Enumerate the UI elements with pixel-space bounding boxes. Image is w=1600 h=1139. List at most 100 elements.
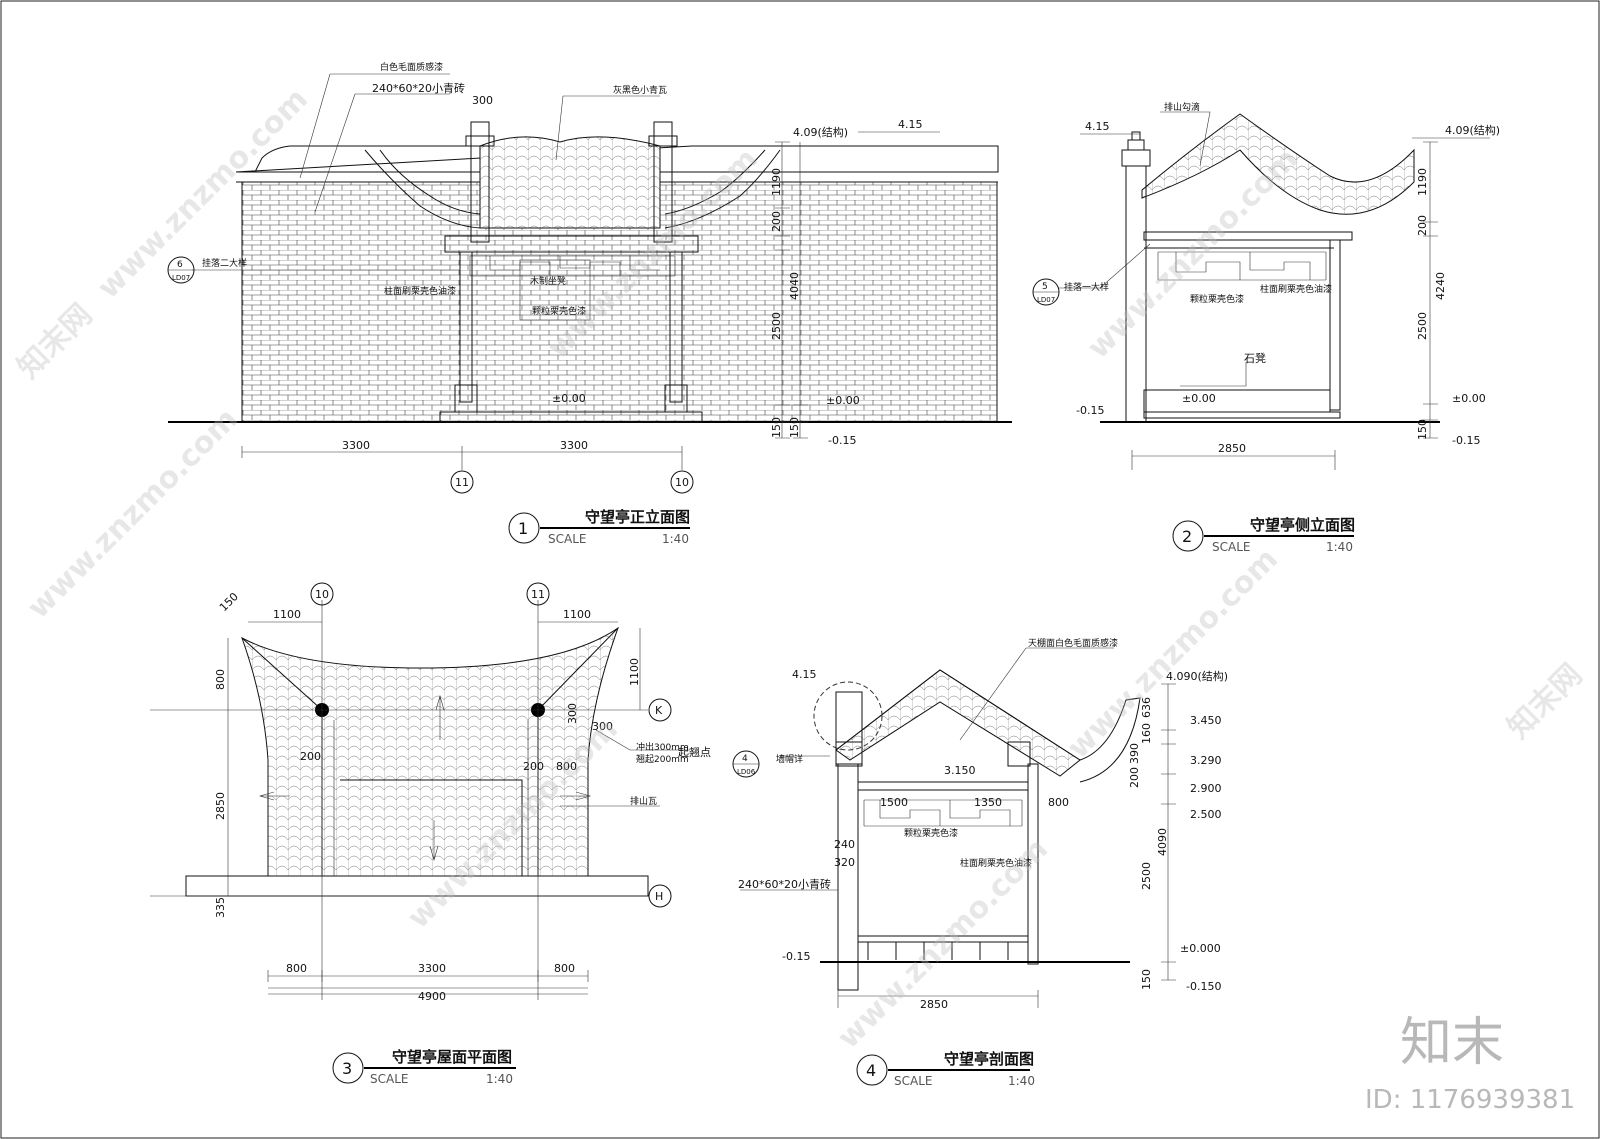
front-level-struct: 4.09(结构) (793, 125, 848, 139)
section-dim-160: 160 (1140, 723, 1153, 744)
section-dim-390: 390 (1128, 743, 1141, 764)
section-level-top: 4.15 (792, 668, 817, 681)
side-column-right (1329, 239, 1341, 411)
section-dim-150: 150 (1140, 969, 1153, 990)
roof-axis-11: 11 (531, 588, 545, 601)
front-note-grain: 颗粒栗壳色漆 (532, 305, 586, 317)
side-title-number: 2 (1182, 527, 1192, 546)
side-title: 守望亭侧立面图 (1250, 516, 1355, 534)
front-elevation: 4.09(结构) 4.15 300 1190 200 4040 2500 150… (167, 61, 1012, 546)
section-level-3450: 3.450 (1190, 714, 1222, 727)
side-callout-num: 5 (1042, 282, 1048, 292)
side-level-zero-center: ±0.00 (1182, 392, 1216, 405)
side-dim-2500: 2500 (1416, 312, 1429, 340)
roof-dim-300: 300 (592, 720, 613, 733)
front-axis-10: 10 (675, 476, 689, 489)
watermark-brand-logo: 知末 (1400, 1013, 1504, 1073)
section-dim-800: 800 (1048, 796, 1069, 809)
side-level-minus-left: -0.15 (1076, 404, 1104, 417)
watermark-site-7: www.znzmo.com (1061, 542, 1285, 766)
front-title: 守望亭正立面图 (585, 508, 690, 526)
column-left (459, 251, 473, 403)
section-dim-2850: 2850 (920, 998, 948, 1011)
roof-plan: 1100 1100 150 1100 800 2850 200 300 300 … (150, 582, 711, 1086)
roof-axis-10: 10 (315, 588, 329, 601)
section-scale-label: SCALE (894, 1074, 932, 1088)
roof-dim-2850: 2850 (214, 792, 227, 820)
roof-dim-200-right: 200 (523, 760, 544, 773)
front-title-badge (508, 512, 540, 544)
watermark-brand-2: 知末网 (1501, 657, 1589, 745)
section-detail-ring (813, 681, 883, 751)
front-dim-300: 300 (472, 94, 493, 107)
section-note-coping: 墙帽详 (776, 753, 803, 765)
roof-dim-300-vert: 300 (566, 703, 579, 724)
watermark-brand-1: 知末网 (11, 297, 99, 385)
roof-note-lift-point: 起翘点 (678, 746, 711, 759)
front-callout-sheet: LD07 (172, 274, 190, 282)
side-scale: 1:40 (1326, 540, 1353, 554)
section-column-right (1027, 763, 1039, 965)
section-level-2500: 2.500 (1190, 808, 1222, 821)
side-elevation: 4.09(结构) 4.15 1190 200 4240 2500 150 -0.… (1032, 101, 1500, 554)
section-note-brick: 240*60*20小青砖 (738, 877, 831, 891)
roof-dim-4900: 4900 (418, 990, 446, 1003)
front-dim-1190: 1190 (770, 168, 783, 196)
section-level-3150: 3.150 (944, 764, 976, 777)
roof-dim-200-left: 200 (300, 750, 321, 763)
column-right (669, 251, 683, 403)
roof-dim-335: 335 (214, 897, 227, 918)
roof-title: 守望亭屋面平面图 (392, 1048, 512, 1066)
front-dim-2500: 2500 (770, 312, 783, 340)
side-note-bench: 石凳 (1244, 351, 1266, 365)
front-level-top: 4.15 (898, 118, 923, 131)
section-dim-320: 320 (834, 856, 855, 869)
front-dim-200: 200 (770, 211, 783, 232)
roof-dim-1100-vert: 1100 (628, 658, 641, 686)
side-note-lattice: 挂落一大样 (1064, 281, 1109, 293)
front-dim-150a: 150 (770, 417, 783, 438)
front-scale-label: SCALE (548, 532, 586, 546)
section-callout-num: 4 (742, 754, 748, 764)
front-dim-3300a: 3300 (342, 439, 370, 452)
front-dim-4040: 4040 (788, 272, 801, 300)
side-level-struct: 4.09(结构) (1445, 123, 1500, 137)
section-level-minus-right: -0.150 (1186, 980, 1221, 993)
roof-dim-1100-left: 1100 (273, 608, 301, 621)
front-dim-3300b: 3300 (560, 439, 588, 452)
roof-axis-h: H (655, 890, 663, 903)
front-scale: 1:40 (662, 532, 689, 546)
section-dim-1500: 1500 (880, 796, 908, 809)
watermark-site-6: www.znzmo.com (831, 832, 1055, 1056)
side-dim-200: 200 (1416, 215, 1429, 236)
front-callout-num: 6 (177, 260, 183, 270)
section: 4.090(结构) 4.15 3.450 3.290 2.900 2.500 6… (732, 637, 1228, 1088)
front-note-bench: 木制坐凳 (530, 275, 566, 287)
section-note-grain: 颗粒栗壳色漆 (904, 827, 958, 839)
front-note-tile: 灰黑色小青瓦 (613, 84, 667, 96)
side-level-minus-right: -0.15 (1452, 434, 1480, 447)
roof-dim-800-b: 800 (554, 962, 575, 975)
front-note-paint: 白色毛面质感漆 (380, 61, 443, 73)
section-dim-4090: 4090 (1156, 828, 1169, 856)
section-level-3290: 3.290 (1190, 754, 1222, 767)
roof-dim-1100-right: 1100 (563, 608, 591, 621)
roof-title-badge (332, 1052, 364, 1084)
section-level-zero: ±0.000 (1180, 942, 1221, 955)
side-callout-sheet: LD07 (1037, 296, 1055, 304)
section-dim-636: 636 (1140, 697, 1153, 718)
roof-note-verge-tile: 排山瓦 (630, 795, 657, 807)
section-level-2900: 2.900 (1190, 782, 1222, 795)
side-scale-label: SCALE (1212, 540, 1250, 554)
section-dim-1350: 1350 (974, 796, 1002, 809)
front-axis-11: 11 (455, 476, 469, 489)
section-note-ceiling: 天棚面白色毛面质感漆 (1028, 637, 1118, 649)
section-column-left (837, 763, 859, 991)
front-dim-150b: 150 (788, 417, 801, 438)
section-dim-2500: 2500 (1140, 862, 1153, 890)
front-note-brick: 240*60*20小青砖 (372, 81, 465, 95)
side-title-badge (1172, 520, 1204, 552)
side-dim-1190: 1190 (1416, 168, 1429, 196)
section-dim-240: 240 (834, 838, 855, 851)
